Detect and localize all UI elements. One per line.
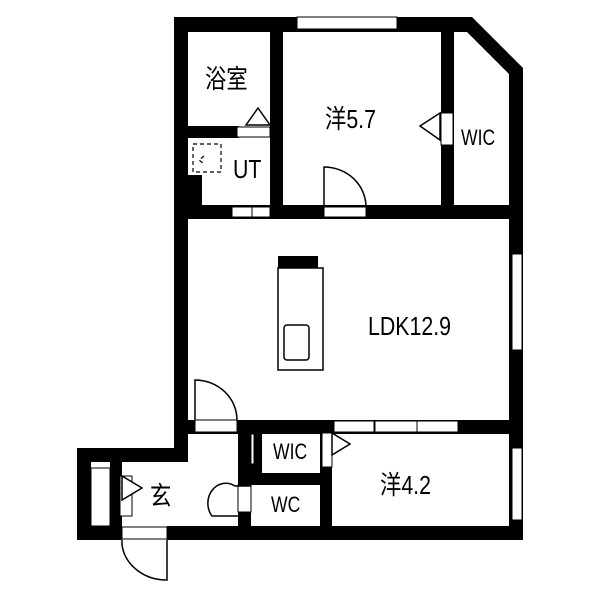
room-label-western1: 洋5.7 bbox=[325, 104, 376, 134]
room-label-wic2: WIC bbox=[273, 439, 308, 464]
room-label-entrance: 玄 bbox=[150, 481, 172, 511]
room-label-toilet: WC bbox=[271, 492, 301, 517]
room-label-bath: 浴室 bbox=[205, 64, 248, 94]
closet-markers bbox=[121, 106, 441, 502]
door-swings bbox=[121, 166, 367, 581]
room-label-ldk: LDK12.9 bbox=[368, 311, 451, 341]
room-label-wic1: WIC bbox=[461, 125, 496, 150]
washer-icon bbox=[192, 143, 222, 173]
room-label-western2: 洋4.2 bbox=[380, 470, 431, 500]
kitchen-island bbox=[277, 256, 324, 371]
room-label-utility: UT bbox=[233, 154, 262, 184]
